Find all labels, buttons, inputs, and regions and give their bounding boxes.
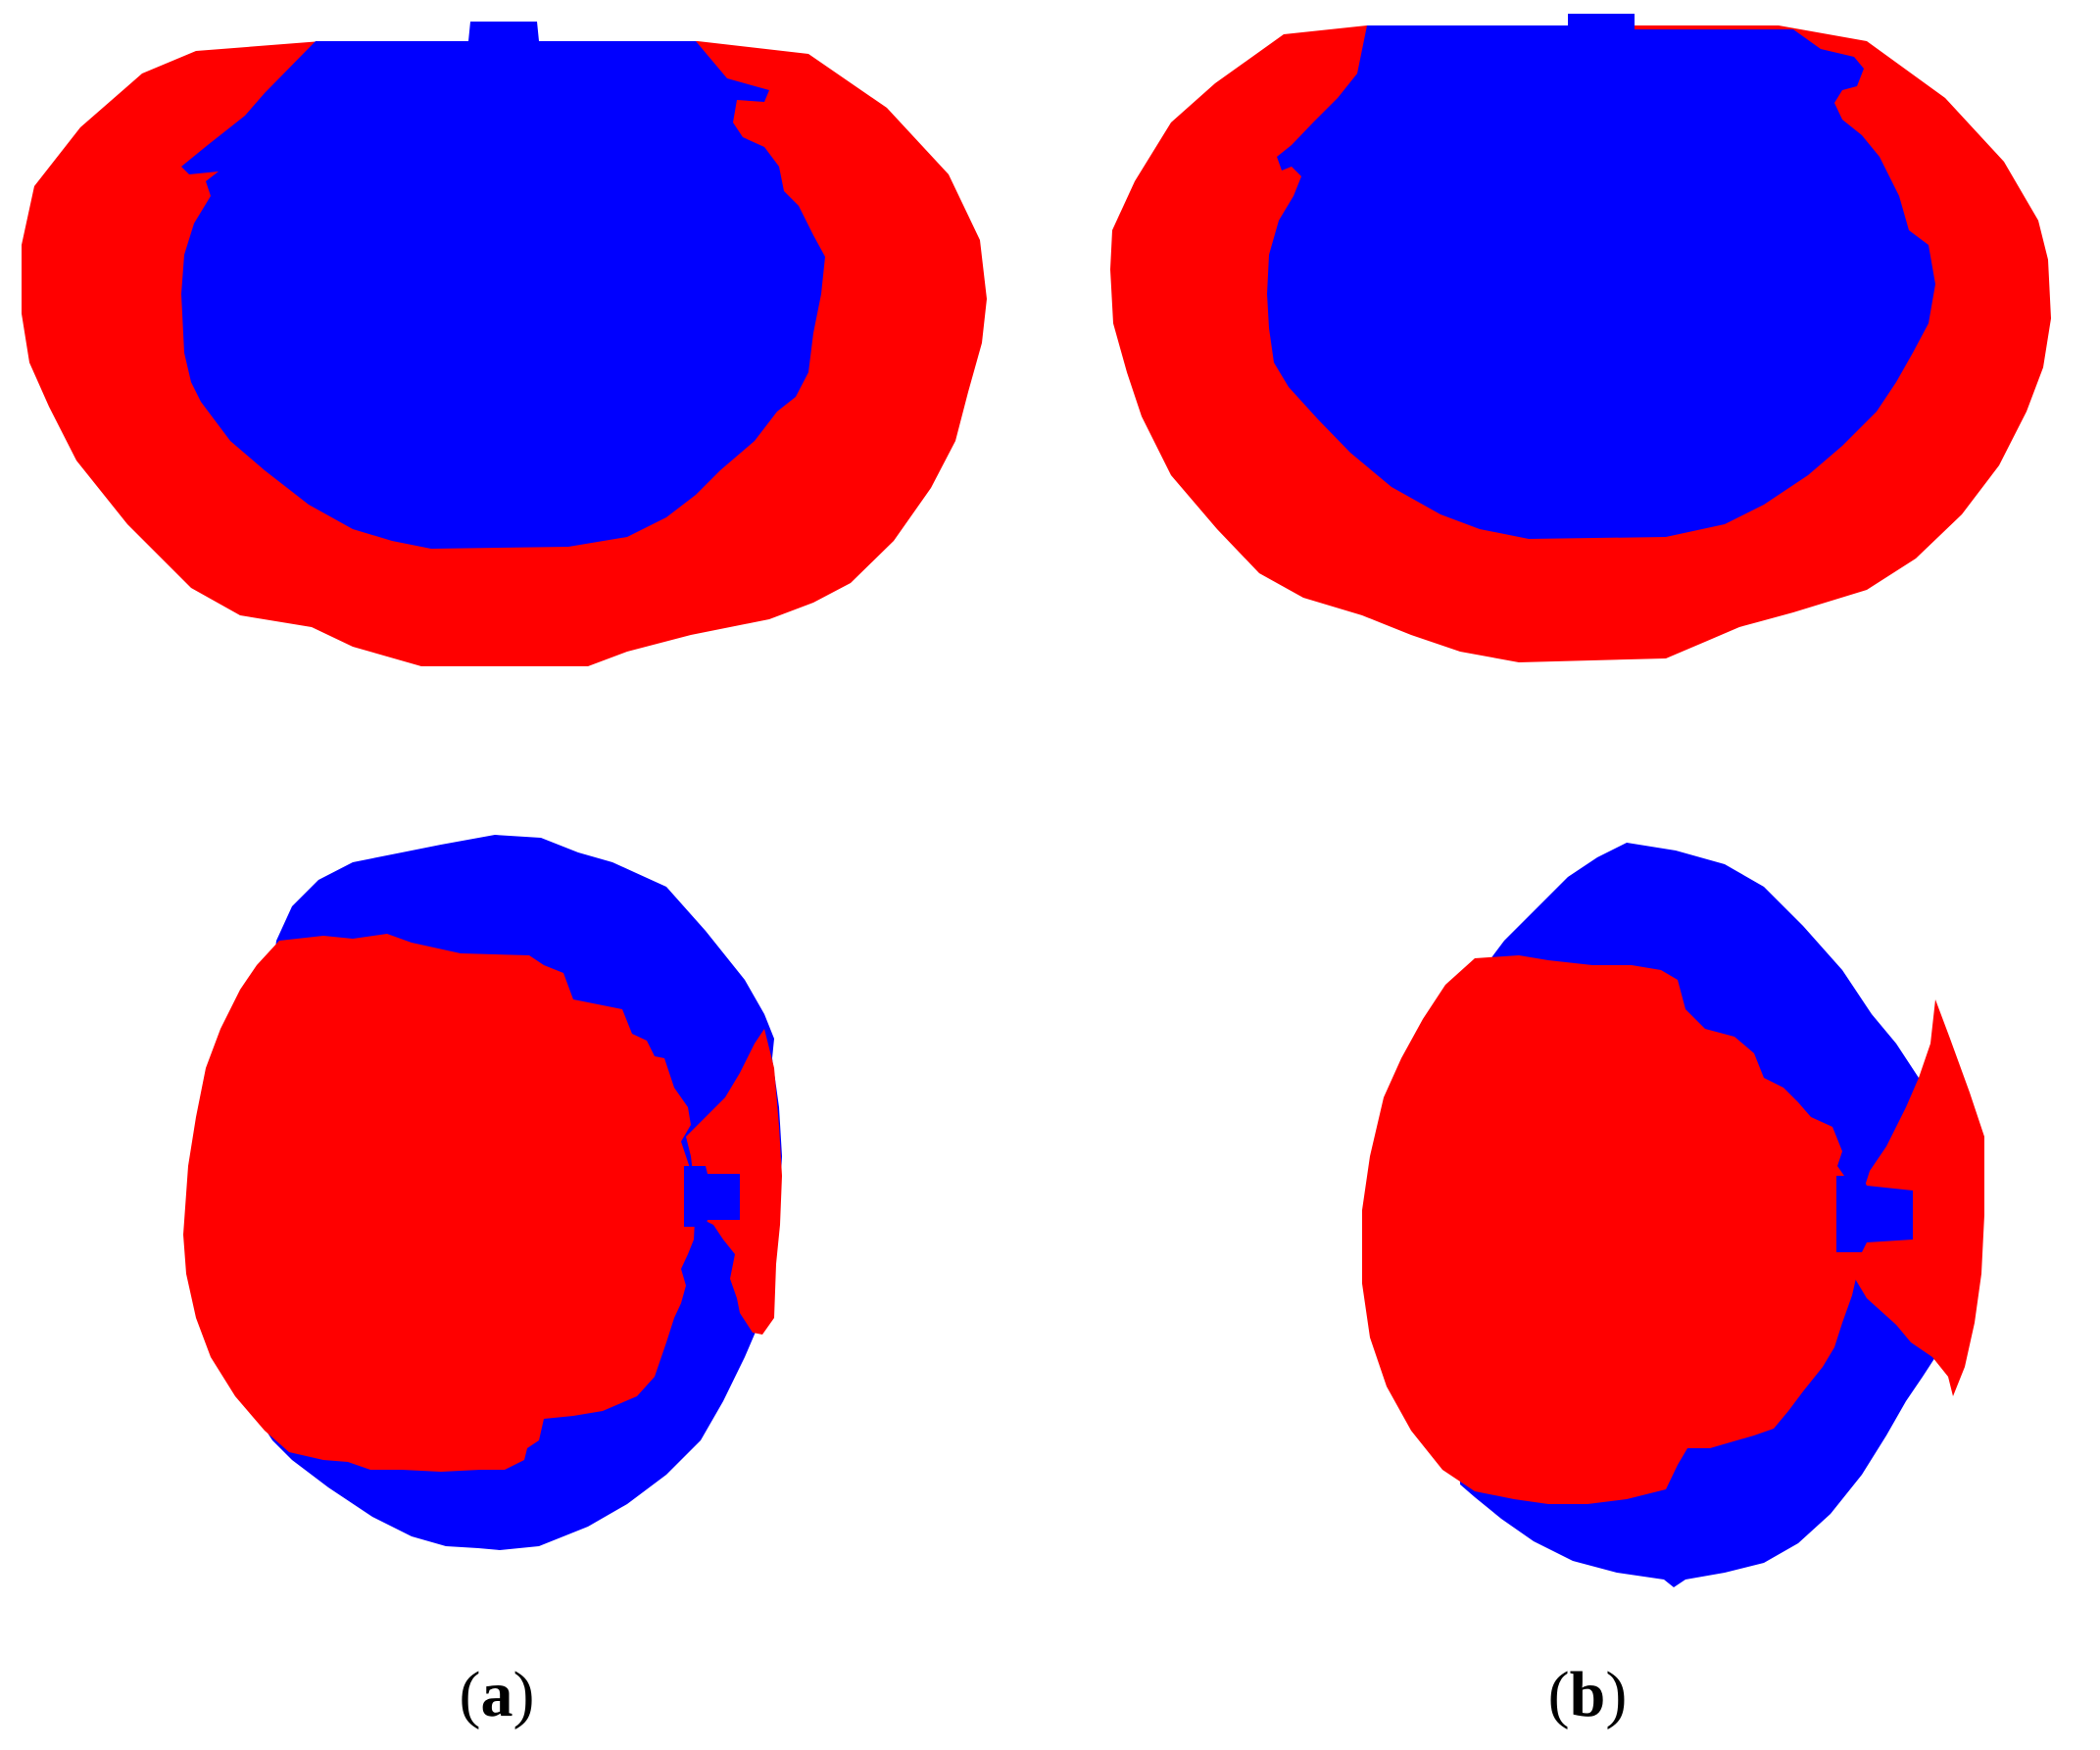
panel-b-front-port (1836, 1176, 1913, 1252)
panel-b-top-view (1110, 14, 2051, 662)
panel-label-a: (a) (459, 1659, 535, 1730)
panel-a-front-view (183, 835, 782, 1550)
panel-label-b: (b) (1547, 1659, 1628, 1730)
panel-b-top-inner-region (1267, 14, 1935, 539)
panel-b-front-view (1362, 843, 1984, 1587)
panel-a-front-port (684, 1166, 740, 1227)
panel-a-top-view (22, 22, 987, 666)
panel-a-front-outer-region (183, 934, 696, 1472)
panel-a-top-inner-region (181, 22, 825, 549)
panel-b-front-outer-region (1362, 955, 1857, 1504)
panel-b-front-rim-region (1847, 999, 1984, 1396)
